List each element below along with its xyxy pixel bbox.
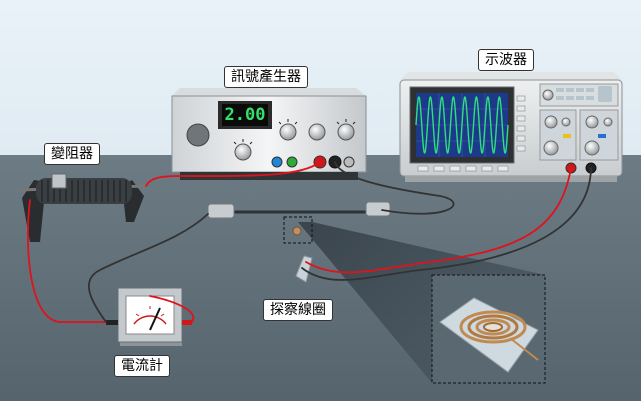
- coil-stand: [207, 201, 391, 244]
- rheostat-slider: [51, 173, 67, 189]
- label-ammeter: 電流計: [114, 355, 170, 377]
- generator-knob-1: [234, 143, 252, 161]
- blue-terminal: [271, 156, 283, 168]
- generator-knob-4: [337, 123, 355, 141]
- label-signal-generator: 訊號產生器: [224, 66, 308, 88]
- ammeter-needle: [149, 307, 161, 331]
- label-oscilloscope: 示波器: [478, 49, 534, 71]
- probe-highlight-box: [283, 216, 313, 244]
- ammeter: [106, 287, 192, 346]
- oscilloscope: [399, 72, 623, 182]
- generator-knob-3: [308, 123, 326, 141]
- label-rheostat: 變阻器: [44, 143, 100, 165]
- green-terminal: [286, 156, 298, 168]
- scope-waveform: [415, 96, 509, 154]
- generator-display: 2.00: [222, 104, 268, 126]
- probe-coil-inset: [431, 274, 546, 384]
- label-probe-coil: 探察線圈: [263, 299, 333, 321]
- generator-knob-2: [279, 123, 297, 141]
- wires: [27, 161, 592, 323]
